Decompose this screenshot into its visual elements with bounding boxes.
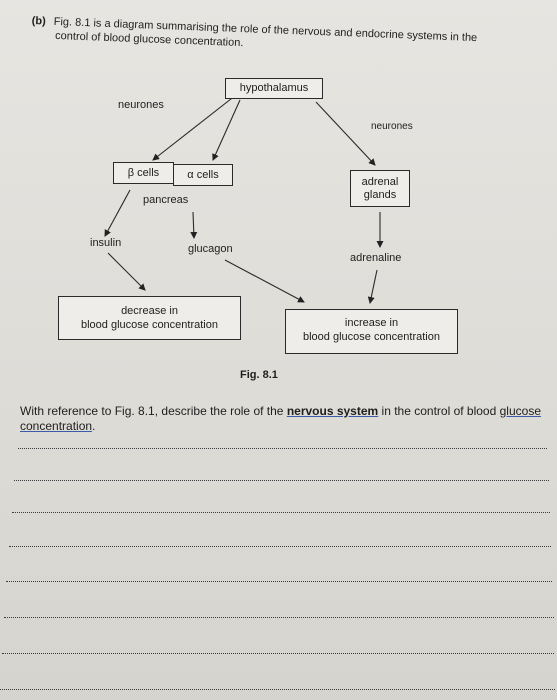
increase-line-2: blood glucose concentration xyxy=(303,331,440,343)
answer-line-2[interactable] xyxy=(14,480,549,481)
answer-line-5[interactable] xyxy=(6,581,552,582)
decrease-line-1: decrease in xyxy=(121,305,178,317)
decrease-line-2: blood glucose concentration xyxy=(81,319,218,331)
insulin-label: insulin xyxy=(90,237,122,249)
arrow-hypothalamus-to-beta xyxy=(152,94,237,161)
prompt-suffix: . xyxy=(92,419,96,433)
answer-line-7[interactable] xyxy=(2,653,554,654)
arrow-pancreas-to-insulin xyxy=(104,189,131,237)
answer-line-1[interactable] xyxy=(18,448,547,449)
beta-cells-box: β cells xyxy=(113,162,174,184)
increase-box: increase in blood glucose concentration xyxy=(285,309,458,354)
hypothalamus-label: hypothalamus xyxy=(239,82,309,94)
pancreas-label: pancreas xyxy=(143,194,189,206)
beta-cells-label: β cells xyxy=(127,167,160,179)
adrenaline-label: adrenaline xyxy=(350,252,402,264)
increase-line-1: increase in xyxy=(344,317,399,329)
prompt-underlined: glucose concentration xyxy=(20,404,541,433)
answer-line-6[interactable] xyxy=(4,617,554,618)
arrow-hypothalamus-to-adrenal xyxy=(315,101,376,166)
adrenal-line-2: glands xyxy=(363,189,397,201)
arrow-adrenaline-to-increase xyxy=(367,269,378,304)
decrease-box: decrease in blood glucose concentration xyxy=(58,296,241,340)
neurones-left-label: neurones xyxy=(118,99,164,111)
answer-line-3[interactable] xyxy=(12,512,550,513)
prompt-bold: nervous system xyxy=(286,404,379,418)
adrenal-line-1: adrenal xyxy=(361,176,399,188)
arrow-hypothalamus-to-alpha xyxy=(212,99,241,161)
figure-caption: Fig. 8.1 xyxy=(240,369,278,381)
alpha-cells-box: α cells xyxy=(173,164,233,186)
hypothalamus-box: hypothalamus xyxy=(225,78,323,99)
question-prompt: With reference to Fig. 8.1, describe the… xyxy=(20,404,550,434)
answer-line-4[interactable] xyxy=(9,546,551,547)
glucagon-label: glucagon xyxy=(188,243,233,255)
neurones-right-label: neurones xyxy=(371,121,413,132)
prompt-middle: in the control of blood xyxy=(378,404,497,418)
arrow-pancreas-to-glucagon xyxy=(190,211,198,239)
prompt-prefix: With reference to Fig. 8.1, describe the… xyxy=(20,404,287,418)
adrenal-glands-box: adrenal glands xyxy=(350,170,410,207)
alpha-cells-label: α cells xyxy=(187,169,219,181)
arrow-insulin-to-decrease xyxy=(107,252,146,291)
answer-line-8[interactable] xyxy=(0,689,555,690)
arrow-glucagon-to-increase xyxy=(224,259,305,303)
